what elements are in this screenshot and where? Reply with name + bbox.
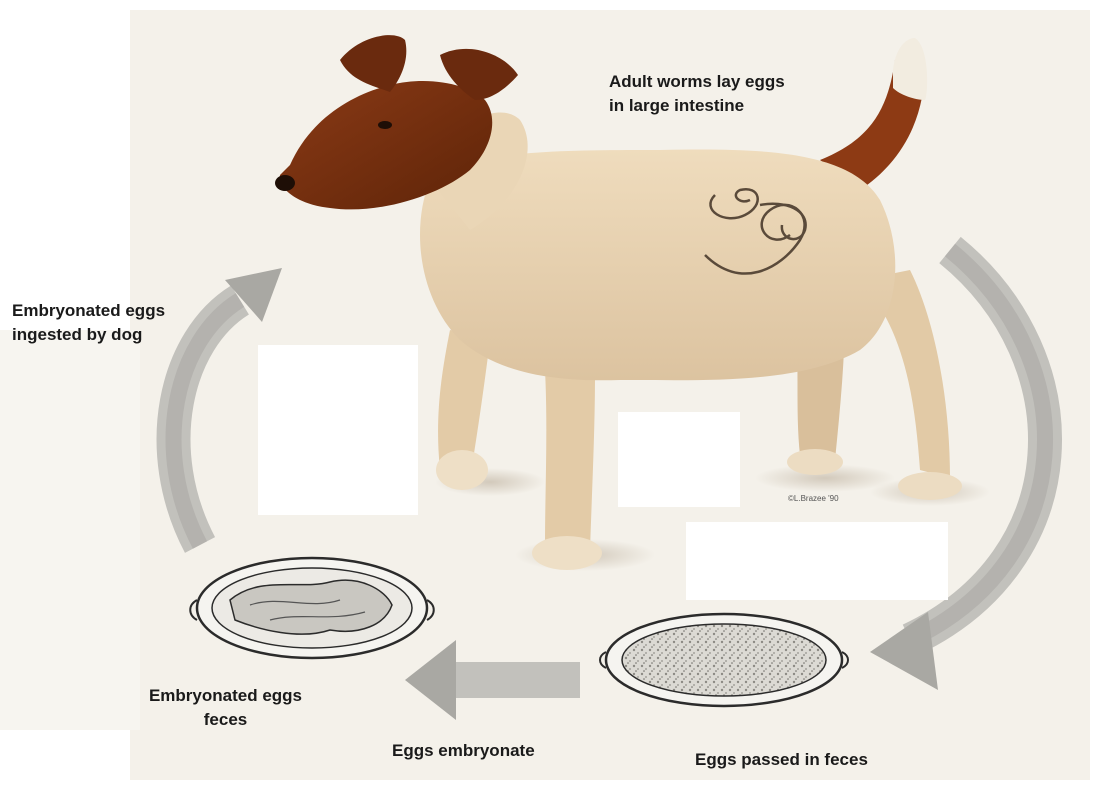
label-adult-worms-line2: in large intestine bbox=[609, 94, 785, 118]
blank-label-box-1 bbox=[258, 345, 418, 515]
label-eggs-ingested: Embryonated eggs ingested by dog bbox=[12, 299, 165, 347]
label-adult-worms: Adult worms lay eggs in large intestine bbox=[609, 70, 785, 118]
blank-label-box-2 bbox=[618, 412, 740, 507]
blank-label-box-3 bbox=[686, 522, 948, 600]
label-eggs-passed: Eggs passed in feces bbox=[695, 748, 868, 772]
label-eggs-passed-text: Eggs passed in feces bbox=[695, 748, 868, 772]
label-eggs-embryonate: Eggs embryonate bbox=[392, 739, 535, 763]
label-embryonated-feces: Embryonated eggs feces bbox=[128, 684, 323, 732]
label-eggs-embryonate-text: Eggs embryonate bbox=[392, 739, 535, 763]
unembryonated-egg-icon bbox=[600, 614, 848, 706]
label-eggs-ingested-line2: ingested by dog bbox=[12, 323, 165, 347]
label-adult-worms-line1: Adult worms lay eggs bbox=[609, 70, 785, 94]
artist-signature: ©L.Brazee '90 bbox=[788, 494, 839, 504]
label-embryonated-feces-line1: Embryonated eggs bbox=[128, 684, 323, 708]
artist-signature-text: ©L.Brazee '90 bbox=[788, 494, 839, 504]
label-embryonated-feces-line2: feces bbox=[128, 708, 323, 732]
background-panel-left bbox=[0, 330, 140, 730]
label-eggs-ingested-line1: Embryonated eggs bbox=[12, 299, 165, 323]
